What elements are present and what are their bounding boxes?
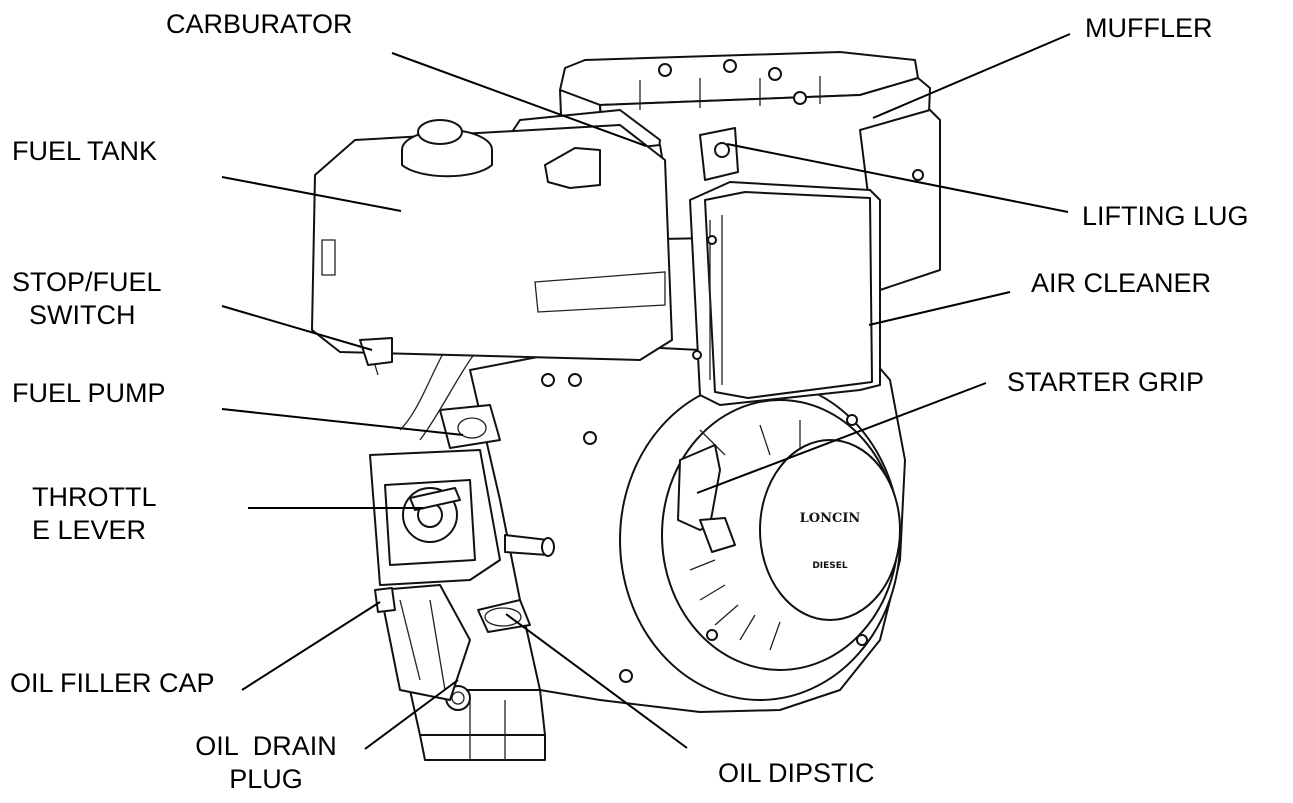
label-starter-grip: STARTER GRIP xyxy=(1007,367,1205,397)
label-air-cleaner: AIR CLEANER xyxy=(1031,268,1212,298)
leader-starter-grip xyxy=(696,382,987,494)
label-carburator: CARBURATOR xyxy=(166,9,353,39)
label-oil-drain-plug: OIL DRAIN PLUG xyxy=(178,730,354,796)
leader-oil-drain-plug xyxy=(364,679,459,750)
leader-lifting-lug xyxy=(726,143,1069,213)
label-oil-filler-cap: OIL FILLER CAP xyxy=(10,668,215,698)
label-stop-fuel-switch: STOP/FUEL SWITCH xyxy=(12,266,162,332)
engine-body xyxy=(311,51,941,761)
leader-air-cleaner xyxy=(868,291,1011,326)
leader-stop-fuel-switch xyxy=(221,305,373,351)
label-stop-fuel-switch-line1: STOP/FUEL xyxy=(12,267,162,297)
leader-fuel-pump xyxy=(221,408,464,436)
label-lifting-lug: LIFTING LUG xyxy=(1082,201,1249,231)
leader-carburator xyxy=(391,52,647,147)
leader-fuel-tank xyxy=(221,176,402,212)
brand-logo: LONCIN xyxy=(800,511,861,526)
label-stop-fuel-switch-line2: SWITCH xyxy=(29,300,136,330)
label-throttle-lever-line1: THROTTL xyxy=(32,482,157,512)
label-fuel-pump: FUEL PUMP xyxy=(12,378,166,408)
brand-sublogo: DIESEL xyxy=(812,561,848,571)
label-muffler: MUFFLER xyxy=(1085,13,1213,43)
label-throttle-lever-line2: E LEVER xyxy=(32,515,147,545)
leader-oil-dipstic xyxy=(505,613,688,749)
leader-muffler xyxy=(872,33,1071,119)
leader-oil-filler-cap xyxy=(241,601,381,691)
label-oil-dipstic: OIL DIPSTIC xyxy=(718,758,875,788)
label-throttle-lever: THROTTL E LEVER xyxy=(32,481,157,547)
label-oil-drain-plug-line2: PLUG xyxy=(229,764,303,794)
label-oil-drain-plug-line1: OIL DRAIN xyxy=(195,731,337,761)
leader-lines xyxy=(221,33,1071,750)
label-fuel-tank: FUEL TANK xyxy=(12,136,158,166)
